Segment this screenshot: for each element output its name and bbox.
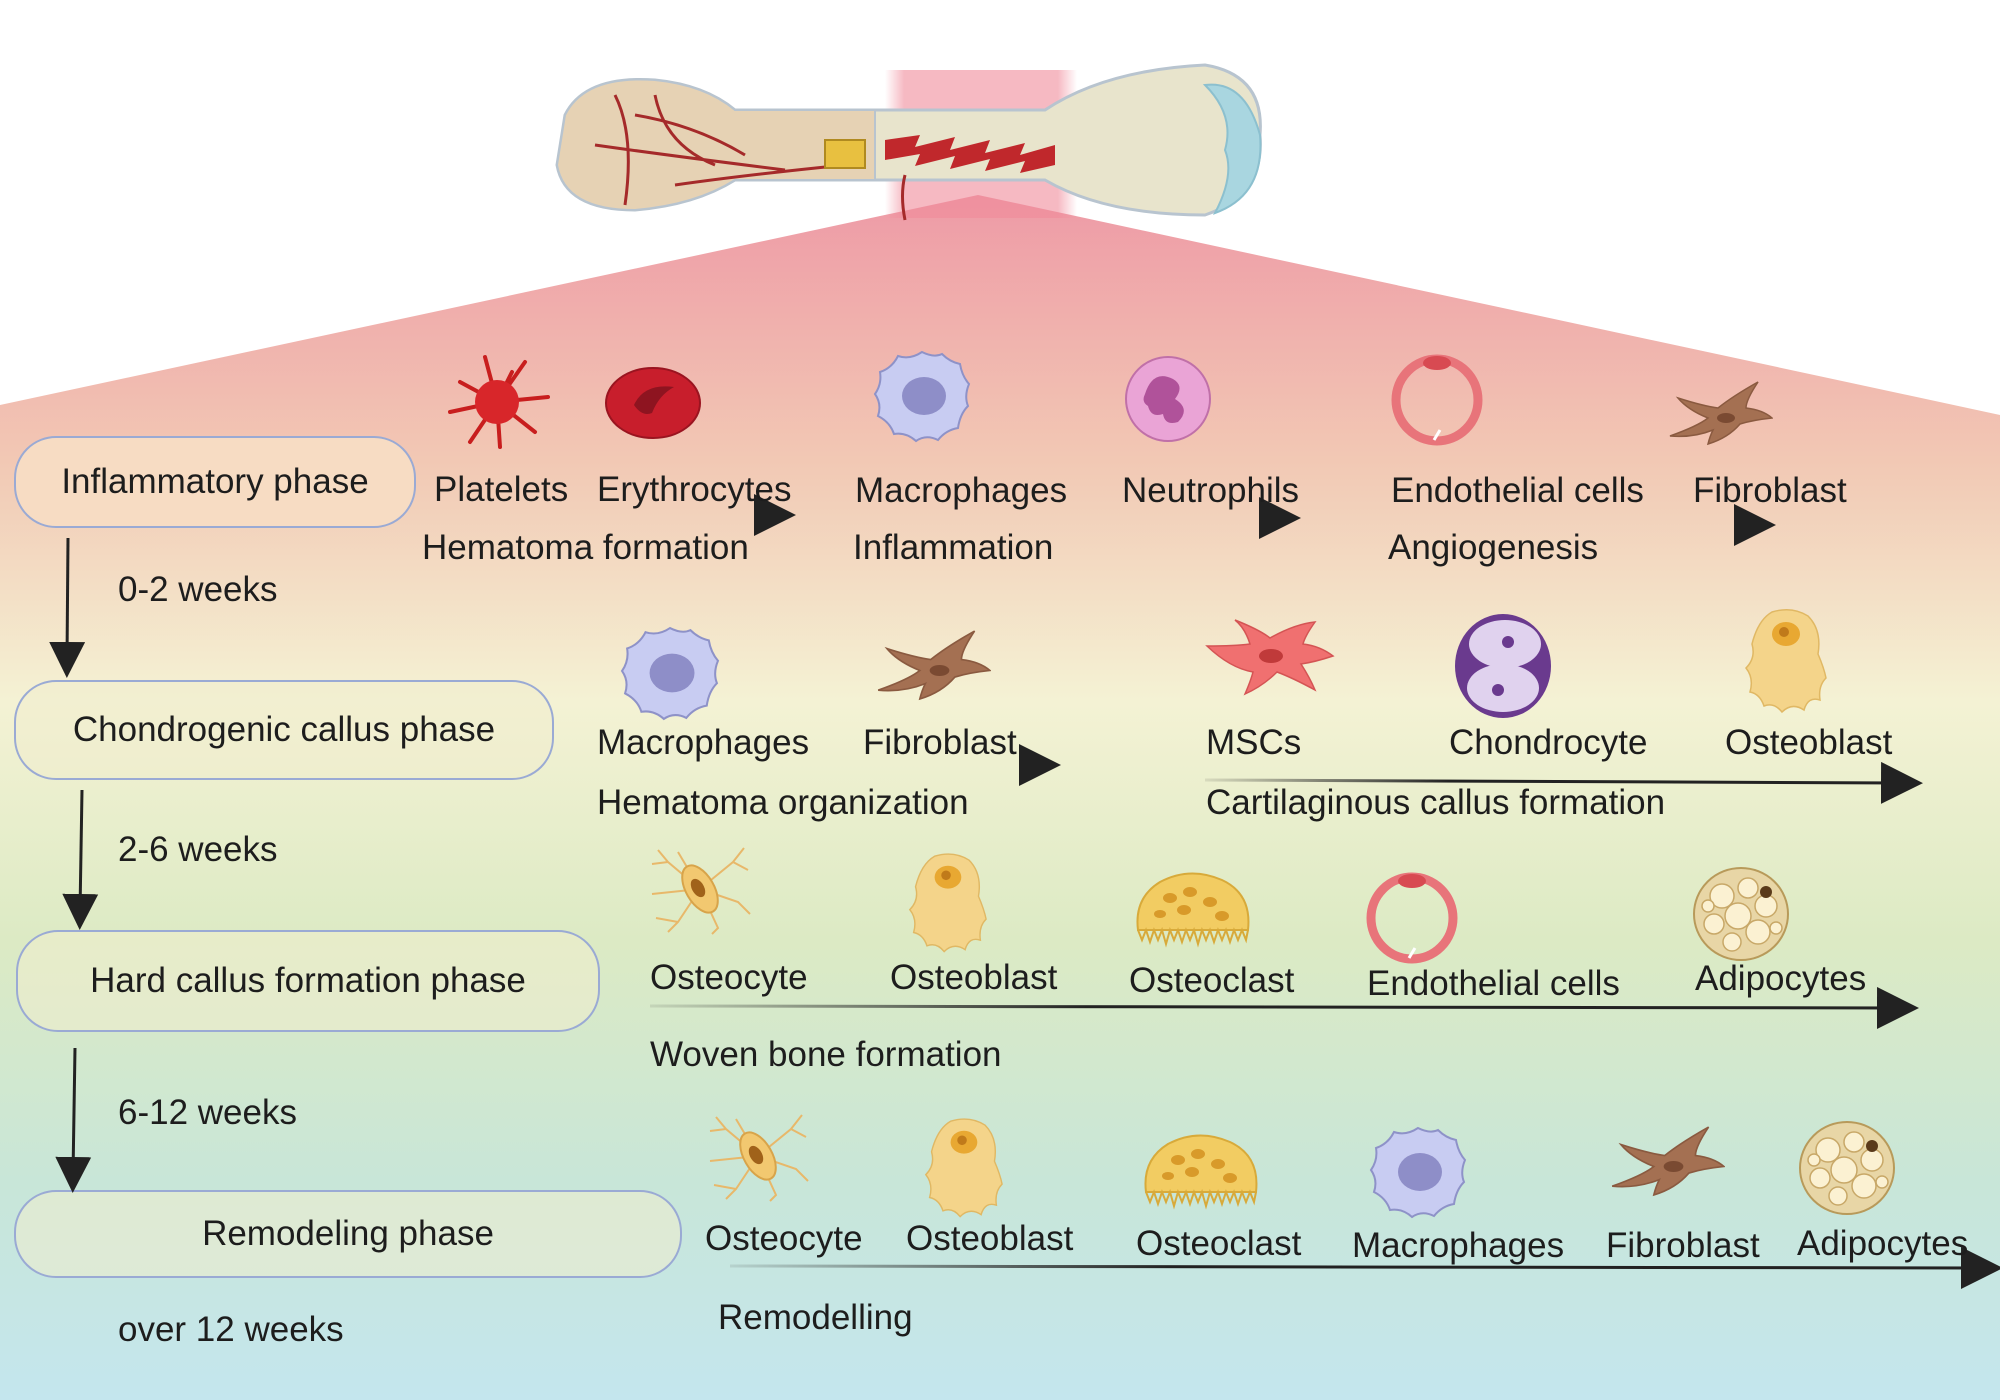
endothelial-cell-icon (1366, 872, 1458, 964)
cell-label: Platelets (434, 470, 569, 509)
cell-label: Osteocyte (705, 1219, 863, 1258)
phase-inflammatory: Inflammatory phase (14, 436, 416, 528)
adipocyte-icon (1799, 1121, 1895, 1215)
cell-label: Neutrophils (1122, 471, 1300, 510)
phase-chondrogenic-callus: Chondrogenic callus phase (14, 680, 554, 780)
process-label: Hematoma formation (422, 528, 749, 567)
osteoblast-icon (908, 853, 987, 953)
cell-label: Fibroblast (1693, 471, 1847, 510)
cell-label: Adipocytes (1797, 1224, 1969, 1263)
adipocyte-icon (1693, 867, 1789, 961)
cell-label: Osteoblast (906, 1219, 1074, 1258)
erythrocyte-icon (605, 367, 701, 439)
cell-label: Macrophages (1352, 1226, 1565, 1265)
cell-label: Erythrocytes (597, 470, 792, 509)
duration-label: 0-2 weeks (118, 570, 278, 609)
osteocyte-icon (651, 847, 751, 935)
cell-label: Osteoclast (1129, 961, 1295, 1000)
cell-label: Fibroblast (863, 723, 1017, 762)
process-label: Angiogenesis (1388, 528, 1599, 567)
process-label: Remodelling (718, 1298, 913, 1337)
process-label: Hematoma organization (597, 783, 969, 822)
process-label: Woven bone formation (650, 1035, 1002, 1074)
cell-label: Fibroblast (1606, 1226, 1760, 1265)
fibroblast-icon (877, 630, 991, 701)
osteoblast-icon (1744, 609, 1827, 714)
cell-label: Adipocytes (1695, 959, 1867, 998)
duration-label: 2-6 weeks (118, 830, 278, 869)
cell-label: Osteocyte (650, 958, 808, 997)
msc-icon (1205, 619, 1335, 696)
macrophage-icon (620, 626, 720, 721)
phase-label: Chondrogenic callus phase (72, 710, 496, 749)
fibroblast-icon (1611, 1126, 1725, 1197)
macrophage-icon (1369, 1126, 1467, 1219)
cell-label: Macrophages (597, 723, 810, 762)
neutrophil-icon (1125, 356, 1211, 442)
process-label: Cartilaginous callus formation (1206, 783, 1666, 822)
duration-label: over 12 weeks (118, 1310, 344, 1349)
osteocyte-icon (709, 1114, 809, 1202)
phase-label: Inflammatory phase (61, 462, 369, 501)
timeline-arrows (49, 537, 99, 1193)
bone-fracture-icon (555, 63, 1262, 221)
osteoclast-icon (1144, 1134, 1258, 1210)
fibroblast-icon (1669, 381, 1773, 446)
cell-label: Chondrocyte (1449, 723, 1648, 762)
osteoclast-icon (1136, 872, 1250, 948)
phase-label: Remodeling phase (202, 1214, 494, 1253)
phase-label: Hard callus formation phase (90, 961, 526, 1000)
cell-label: Osteoblast (890, 958, 1058, 997)
cell-label: MSCs (1206, 723, 1302, 762)
osteoblast-icon (924, 1118, 1003, 1218)
cell-label: Endothelial cells (1367, 964, 1620, 1003)
phase-remodeling: Remodeling phase (14, 1190, 682, 1278)
process-label: Inflammation (853, 528, 1054, 567)
cell-label: Endothelial cells (1391, 471, 1644, 510)
endothelial-cell-icon (1391, 354, 1483, 446)
cell-label: Osteoblast (1725, 723, 1893, 762)
phase-hard-callus: Hard callus formation phase (16, 930, 600, 1032)
macrophage-icon (873, 350, 971, 443)
duration-label: 6-12 weeks (118, 1093, 297, 1132)
cell-label: Osteoclast (1136, 1224, 1302, 1263)
cell-label: Macrophages (855, 471, 1068, 510)
chondrocyte-icon (1455, 614, 1551, 718)
platelet-icon (448, 355, 550, 449)
